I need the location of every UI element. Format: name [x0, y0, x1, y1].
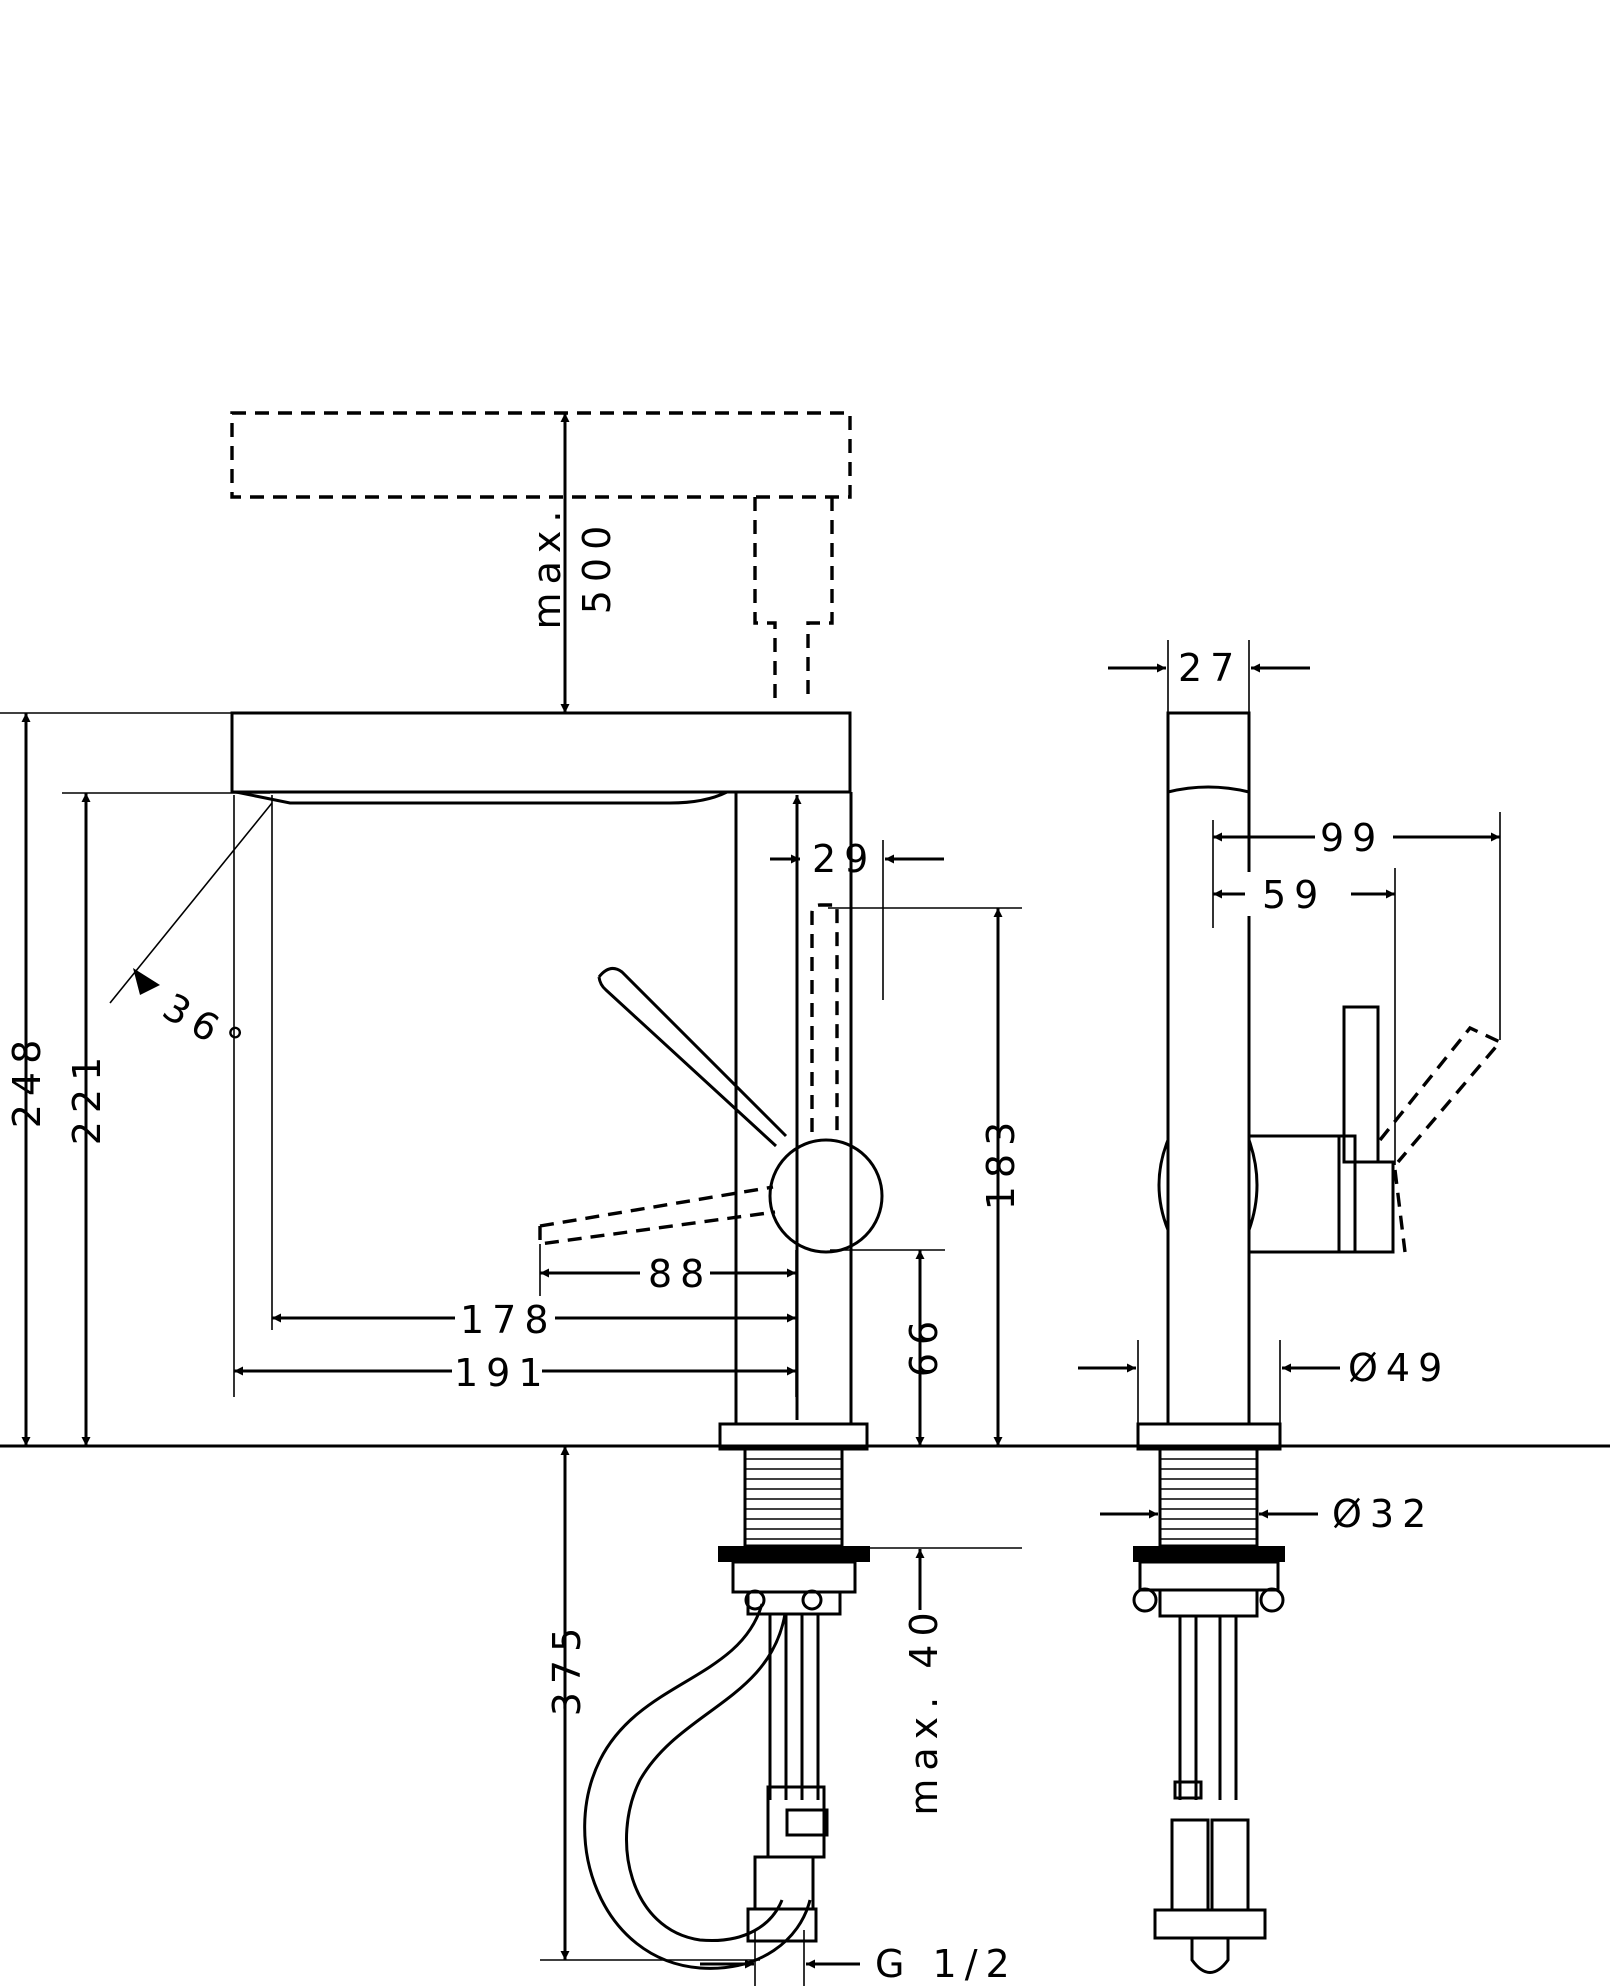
bolt-left	[744, 1589, 766, 1611]
side-view: 27 99 59 Ø49 Ø32	[1078, 640, 1503, 1974]
side-bolt-left	[1132, 1587, 1158, 1613]
side-nut	[1153, 1908, 1267, 1940]
side-bolt-right	[1259, 1587, 1285, 1613]
side-fixing-plate	[1133, 1546, 1285, 1562]
dim-248-label: 248	[5, 1032, 49, 1129]
dim-221-label: 221	[65, 1049, 109, 1146]
dim-27-label: 27	[1178, 646, 1242, 690]
dim-49-label: Ø49	[1348, 1346, 1450, 1390]
dim-88-label: 88	[648, 1252, 712, 1296]
lever-handle	[597, 966, 788, 1148]
dim-59-bg	[1245, 872, 1351, 916]
fixing-plate	[718, 1546, 870, 1562]
side-shank-threads	[1160, 1458, 1257, 1540]
extended-spout-neck	[753, 497, 834, 703]
side-handle-hub	[1247, 1134, 1341, 1254]
side-fitting-right	[1210, 1818, 1250, 1912]
bolt-right	[801, 1589, 823, 1611]
dim-max40-label: max. 40	[902, 1604, 946, 1815]
dim-max500-label: max.	[525, 503, 569, 630]
dim-178-bg	[455, 1296, 555, 1340]
dim-191-label: 191	[454, 1351, 551, 1395]
side-shank	[1158, 1447, 1259, 1548]
dim-183-label: 183	[979, 1114, 1023, 1211]
dim-max500-value: 500	[575, 518, 619, 615]
dim-375-label: 375	[545, 1620, 589, 1717]
side-fitting-left	[1170, 1818, 1210, 1912]
supply-pipes	[768, 1614, 820, 1800]
side-pipes	[1178, 1616, 1238, 1800]
pipe-connector-2	[785, 1808, 829, 1837]
fixing-nut	[731, 1560, 857, 1594]
dim-99-label: 99	[1320, 816, 1384, 860]
pullout-hose-dashed	[810, 903, 839, 1132]
hose-loop	[583, 1603, 812, 1970]
body-column	[734, 792, 853, 1424]
side-washer	[1158, 1588, 1259, 1618]
pipe-fitting	[753, 1855, 815, 1911]
dim-59-label: 59	[1262, 873, 1326, 917]
dim-178-label: 178	[460, 1298, 557, 1342]
dim-angle-label: 36°	[156, 985, 257, 1069]
lever-alt-position	[538, 1185, 776, 1246]
side-bulge-right	[1247, 1139, 1259, 1231]
dim-32-label: Ø32	[1332, 1492, 1434, 1536]
side-lever-alt	[1378, 1025, 1503, 1253]
side-outlet	[1167, 785, 1250, 794]
pipe-nut	[746, 1907, 818, 1943]
dim-66-label: 66	[902, 1313, 946, 1377]
dim-88-bg	[640, 1250, 710, 1294]
side-body	[1166, 711, 1251, 1426]
side-lever-base	[1353, 1160, 1395, 1254]
shank-threads	[745, 1458, 842, 1540]
dim-99-bg	[1315, 815, 1393, 859]
spout-head	[230, 711, 852, 794]
side-handle-cap	[1337, 1134, 1357, 1254]
extended-spout-outline	[230, 411, 852, 499]
dim-191-bg	[452, 1349, 542, 1393]
pipe-connector	[766, 1785, 826, 1859]
dim-thread-label: G 1/2	[875, 1942, 1018, 1986]
lever-cartridge	[768, 1138, 884, 1254]
side-lever	[1342, 1005, 1380, 1164]
dim-angle-line	[109, 802, 273, 1004]
front-view: max. 500 248 221 36° 29 183 88	[0, 411, 1610, 1986]
hose-loop-inner	[625, 1613, 787, 1943]
dim-angle-arrow	[133, 968, 160, 995]
spout-aerator	[235, 790, 728, 805]
threaded-shank	[743, 1447, 844, 1548]
side-bulge-left	[1157, 1139, 1170, 1231]
side-pipe-clip	[1173, 1780, 1203, 1800]
side-hose-end	[1190, 1938, 1230, 1974]
side-fixing-nut	[1138, 1560, 1280, 1592]
dim-29-label: 29	[812, 837, 876, 881]
